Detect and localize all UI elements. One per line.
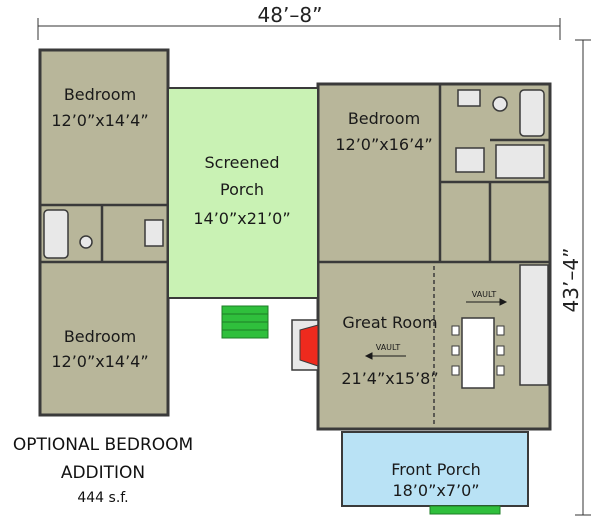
vault-label-upper: VAULT	[472, 290, 497, 299]
left-bathtub	[43, 209, 69, 259]
front-porch-area	[341, 431, 529, 507]
screened-porch-area	[167, 87, 319, 299]
screened-porch-name-line1: Screened	[204, 153, 279, 172]
width-dimension-line	[37, 18, 561, 40]
fireplace	[299, 324, 319, 367]
right-bathtub	[519, 89, 545, 137]
bedroom-right-size: 12’0”x16’4”	[335, 135, 432, 154]
left-wing-walls	[40, 203, 168, 264]
bedroom-bottom-left-size: 12’0”x14’4”	[51, 352, 148, 371]
kitchen-counter	[519, 264, 549, 386]
addition-area: 444 s.f.	[77, 490, 128, 506]
right-toilet	[492, 96, 508, 112]
dining-table	[461, 317, 495, 389]
vault-arrow-right-icon	[466, 298, 508, 306]
addition-caption-line2: ADDITION	[61, 463, 145, 483]
washer-dryer	[455, 147, 485, 173]
addition-caption-line1: OPTIONAL BEDROOM	[13, 435, 193, 455]
depth-dimension: 43’–4”	[559, 248, 583, 313]
bedroom-right-name: Bedroom	[348, 109, 420, 128]
right-sink	[457, 89, 481, 107]
bedroom-top-left-name: Bedroom	[64, 85, 136, 104]
left-vanity	[144, 219, 164, 247]
front-porch-size: 18’0”x7’0”	[392, 481, 479, 500]
great-room-name: Great Room	[342, 313, 437, 332]
front-porch-name: Front Porch	[391, 460, 481, 479]
bedroom-top-left-size: 12’0”x14’4”	[51, 111, 148, 130]
left-toilet	[79, 235, 93, 249]
shower	[495, 144, 545, 179]
bedroom-bottom-left-name: Bedroom	[64, 327, 136, 346]
screened-porch-size: 14’0”x21’0”	[193, 209, 290, 228]
screened-porch-name-line2: Porch	[220, 180, 264, 199]
width-dimension: 48’–8”	[258, 3, 323, 27]
vault-arrow-left-icon	[364, 352, 406, 360]
great-room-size: 21’4”x15’8”	[341, 369, 438, 388]
main-house-walls	[318, 84, 550, 264]
porch-steps	[221, 305, 501, 515]
depth-dimension-line	[575, 39, 591, 516]
dining-chairs	[451, 325, 505, 376]
vault-label-lower: VAULT	[376, 343, 401, 352]
